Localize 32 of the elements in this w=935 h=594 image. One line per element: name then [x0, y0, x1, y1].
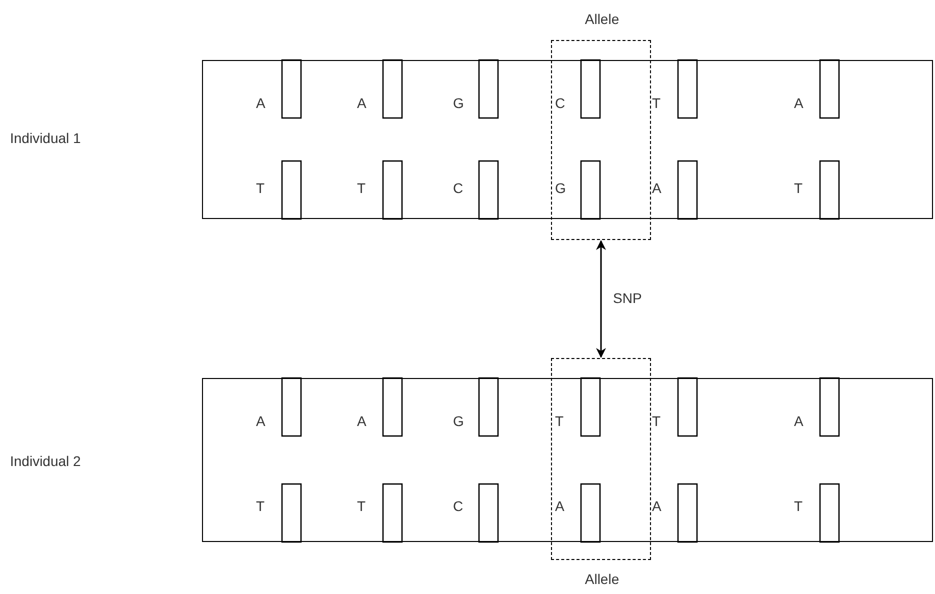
base-letter: A [357, 413, 366, 429]
base-letter: A [652, 498, 662, 514]
base-letter: A [794, 95, 804, 111]
dna-strand-box [202, 378, 933, 542]
base-letter: T [256, 498, 265, 514]
base-letter: T [794, 498, 803, 514]
base-letter: A [357, 95, 366, 111]
allele-label: Allele [584, 571, 620, 587]
base-letter: A [794, 413, 804, 429]
base-letter: C [453, 180, 464, 196]
base-letter: A [652, 180, 662, 196]
base-letter: A [256, 413, 266, 429]
base-letter: T [794, 180, 803, 196]
base-letter: G [453, 95, 464, 111]
base-letter: T [256, 180, 265, 196]
individual-label: Individual 1 [10, 130, 81, 146]
dna-strand-box [202, 60, 933, 219]
base-letter: C [453, 498, 464, 514]
base-letter: T [652, 413, 661, 429]
base-letter: A [555, 498, 564, 514]
base-letter: G [555, 180, 566, 196]
edge-label: SNP [613, 290, 642, 306]
base-letter: T [652, 95, 661, 111]
individual-label: Individual 2 [10, 453, 81, 469]
base-letter: T [357, 180, 366, 196]
base-letter: G [453, 413, 464, 429]
allele-label: Allele [584, 11, 620, 27]
base-letter: C [555, 95, 566, 111]
base-letter: T [357, 498, 366, 514]
base-letter: T [555, 413, 564, 429]
double-arrow [596, 240, 606, 358]
base-letter: A [256, 95, 266, 111]
